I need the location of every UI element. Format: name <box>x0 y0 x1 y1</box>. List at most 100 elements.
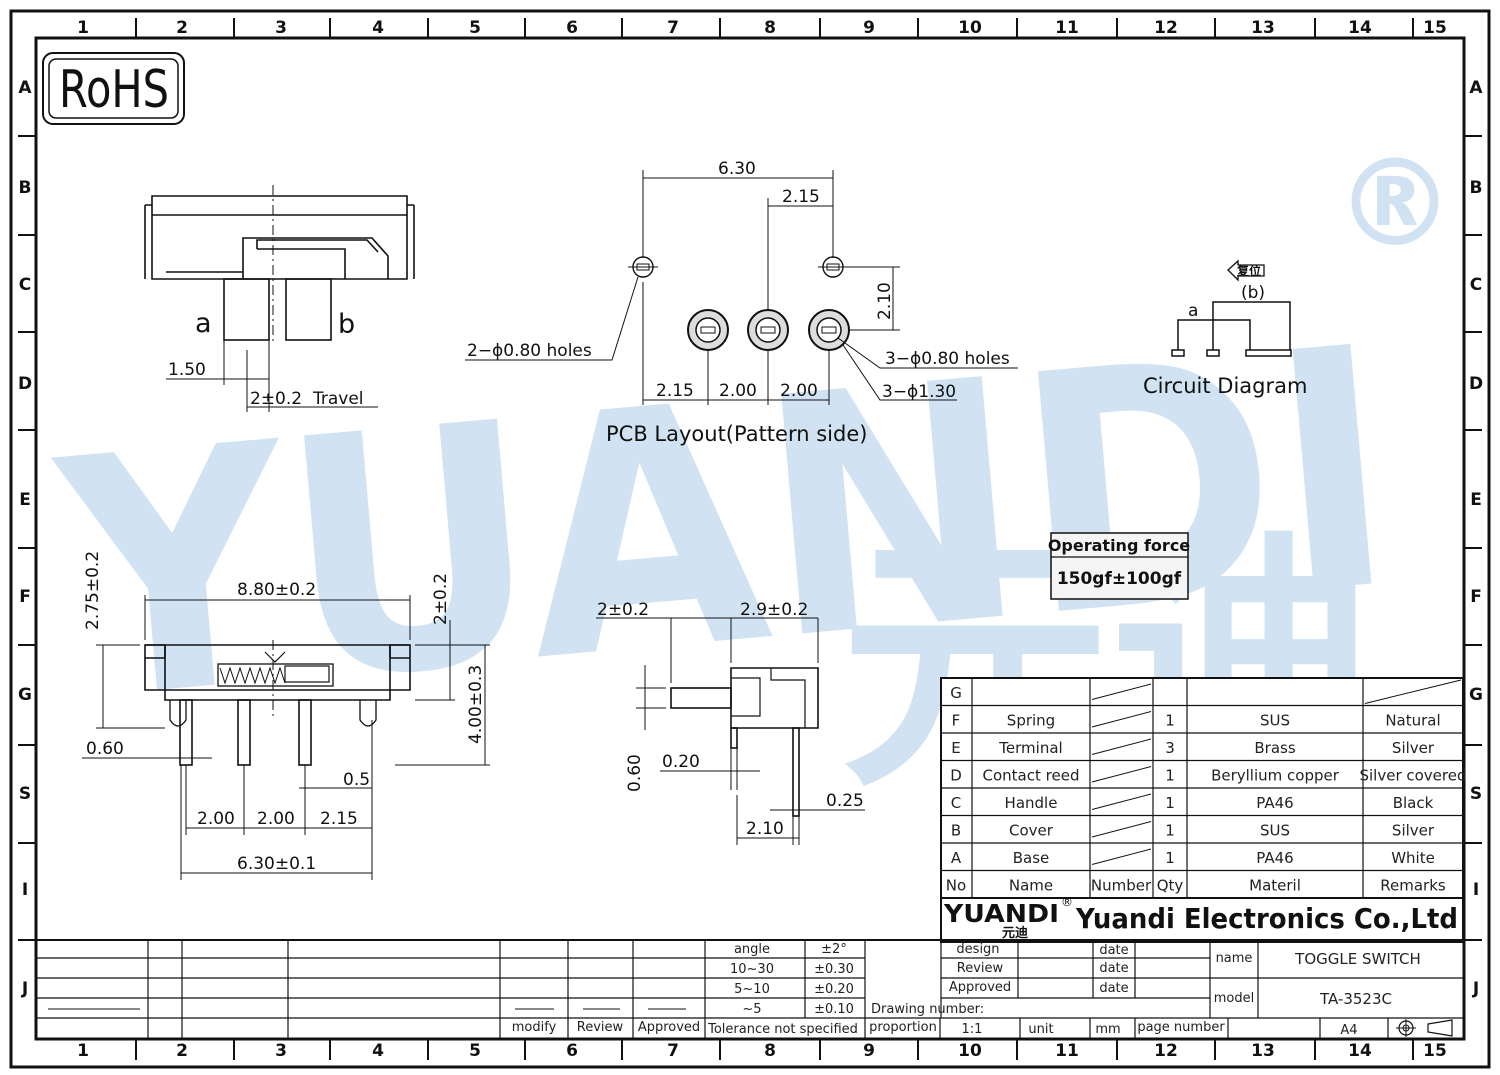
bom-header-no: No <box>946 877 966 895</box>
circuit-title: Circuit Diagram <box>1143 374 1307 398</box>
bom-material: PA46 <box>1256 794 1293 812</box>
bom-qty: 3 <box>1165 739 1175 757</box>
tb-approved: Approved <box>638 1020 700 1035</box>
pcb-dim-b: 2.00 <box>719 381 757 401</box>
frame-row-right: J <box>1472 979 1479 999</box>
bom-header-number: Number <box>1091 877 1152 895</box>
bom-qty: 1 <box>1165 767 1175 785</box>
side-view <box>144 185 415 412</box>
frame-col-top: 10 <box>958 18 982 38</box>
frame-row-right: A <box>1469 78 1483 98</box>
company-logo-mark: ® <box>1061 895 1073 909</box>
tb-page-number: page number <box>1137 1020 1225 1035</box>
pcb-dim-height: 2.10 <box>875 282 895 320</box>
bom-remarks: Black <box>1393 794 1434 812</box>
bom-header-name: Name <box>1009 877 1053 895</box>
tb-approved2: Approved <box>949 980 1011 995</box>
frame-row-right: C <box>1470 275 1482 295</box>
bom-remarks: Silver <box>1392 822 1435 840</box>
frame-row-left: B <box>19 178 32 198</box>
bom-qty: 1 <box>1165 822 1175 840</box>
watermark: YUANDI 元迪 ® <box>43 135 1455 824</box>
frame-col-bottom: 9 <box>863 1041 875 1061</box>
bom-material: PA46 <box>1256 849 1293 867</box>
front-dim-total: 6.30±0.1 <box>237 854 316 874</box>
side-travel-label: Travel <box>312 389 364 409</box>
bom-qty: 1 <box>1165 849 1175 867</box>
pcb-dim-total: 6.30 <box>718 159 756 179</box>
frame-col-bottom: 2 <box>176 1041 188 1061</box>
frame-row-right: E <box>1470 490 1482 510</box>
frame-col-bottom: 3 <box>275 1041 287 1061</box>
company-banner: YUANDI ® 元迪 Yuandi Electronics Co.,Ltd <box>943 895 1458 941</box>
bom-no: B <box>951 822 961 840</box>
bom-remarks: Silver covered <box>1359 767 1466 785</box>
tb-design: design <box>956 942 999 957</box>
frame-col-top: 12 <box>1154 18 1178 38</box>
frame-col-top: 7 <box>667 18 679 38</box>
bom-remarks: Natural <box>1385 712 1440 730</box>
tb-modify: modify <box>512 1020 557 1035</box>
pcb-dim-a: 2.15 <box>656 381 694 401</box>
frame-col-top: 13 <box>1251 18 1275 38</box>
rohs-badge: RoHS <box>42 52 185 125</box>
pcb-title: PCB Layout(Pattern side) <box>606 422 867 446</box>
bom-no: F <box>952 712 961 730</box>
bom-remarks: White <box>1391 849 1435 867</box>
front-dim-width: 8.80±0.2 <box>237 580 316 600</box>
bom-qty: 1 <box>1165 794 1175 812</box>
bom-no: D <box>950 767 962 785</box>
frame-row-left: G <box>18 685 32 705</box>
pcb-dim-top: 2.15 <box>782 187 820 207</box>
pcb-pad-1 <box>687 309 729 351</box>
tb-size: A4 <box>1340 1023 1357 1038</box>
bom-name: Cover <box>1009 822 1054 840</box>
front-dim-p1: 2.00 <box>197 809 235 829</box>
front-dim-top: 2±0.2 <box>431 573 451 625</box>
frame-col-bottom: 5 <box>469 1041 481 1061</box>
company-logo-cjk: 元迪 <box>1002 925 1028 941</box>
frame-col-top: 15 <box>1423 18 1447 38</box>
tb-name-label: name <box>1216 951 1253 966</box>
frame-row-right: B <box>1470 178 1483 198</box>
frame-col-bottom: 1 <box>77 1041 89 1061</box>
bom-remarks: Silver <box>1392 739 1435 757</box>
tb-unit: unit <box>1028 1022 1053 1037</box>
front-dim-p2: 2.00 <box>257 809 295 829</box>
end-view <box>596 617 865 845</box>
bom-name: Base <box>1013 849 1050 867</box>
bom-header-material: Materil <box>1249 877 1301 895</box>
frame-col-top: 1 <box>77 18 89 38</box>
circuit-a: a <box>1188 301 1198 321</box>
frame-col-bottom: 10 <box>958 1041 982 1061</box>
bom-no: A <box>951 849 962 867</box>
frame-col-top: 5 <box>469 18 481 38</box>
bom-material: SUS <box>1260 712 1290 730</box>
front-dim-pin: 0.60 <box>86 739 124 759</box>
end-dim-pin: 0.20 <box>662 752 700 772</box>
circuit-tag: 复位 <box>1236 263 1261 278</box>
end-dim-len: 2.10 <box>746 819 784 839</box>
tb-tol-value: ±2° <box>821 942 847 957</box>
tb-tol-value: ±0.10 <box>814 1002 854 1017</box>
frame-row-left: D <box>18 374 32 394</box>
bom-header-qty: Qty <box>1157 877 1184 895</box>
company-name: Yuandi Electronics Co.,Ltd <box>1075 902 1458 935</box>
frame-row-right: S <box>1470 784 1482 804</box>
tb-tol-value: ±0.20 <box>814 982 854 997</box>
frame-col-top: 14 <box>1348 18 1372 38</box>
side-label-a: a <box>195 308 212 339</box>
company-logo: YUANDI <box>943 899 1059 928</box>
bom-header-remarks: Remarks <box>1380 877 1446 895</box>
tb-model-value: TA-3523C <box>1319 990 1392 1008</box>
tb-mm: mm <box>1095 1022 1120 1037</box>
operating-force-box: Operating force 150gf±100gf <box>1048 532 1190 600</box>
frame-col-bottom: 14 <box>1348 1041 1372 1061</box>
front-dim-gap: 0.5 <box>343 770 370 790</box>
tb-tol-range: 5~10 <box>734 982 770 997</box>
frame-row-left: C <box>19 275 31 295</box>
side-dim-pitch: 1.50 <box>168 360 206 380</box>
frame-row-left: E <box>19 490 31 510</box>
